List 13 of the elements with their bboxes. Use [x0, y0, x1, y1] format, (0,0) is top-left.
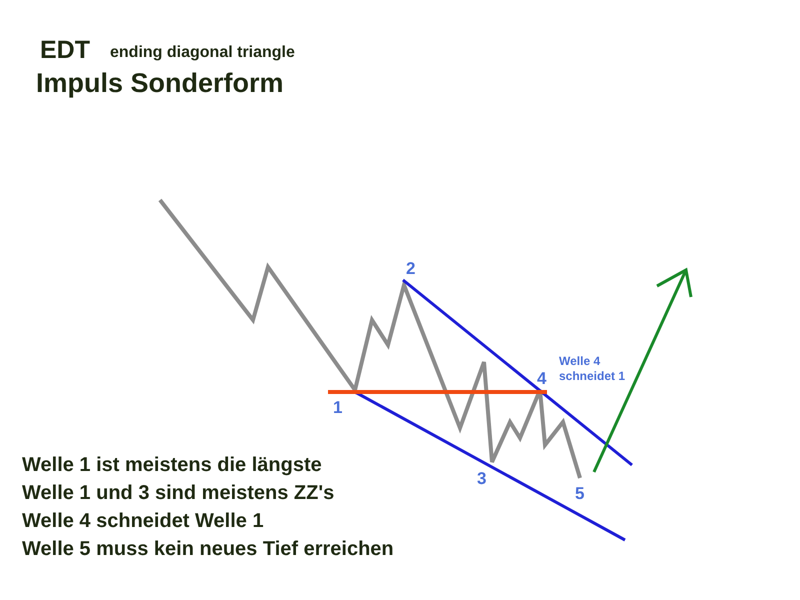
note: Welle 4 schneidet Welle 1 — [22, 510, 264, 533]
heading: Impuls Sonderform — [36, 68, 284, 99]
title: EDT — [40, 36, 90, 65]
note: Welle 5 muss kein neues Tief erreichen — [22, 538, 394, 561]
wave-number: 3 — [477, 469, 486, 489]
wave-number: 5 — [575, 484, 584, 504]
wave-number: 4 — [537, 369, 546, 389]
wave-number: 1 — [333, 398, 342, 418]
note: Welle 1 und 3 sind meistens ZZ's — [22, 482, 334, 505]
note: Welle 1 ist meistens die längste — [22, 454, 322, 477]
subtitle: ending diagonal triangle — [110, 44, 295, 62]
annotation: Welle 4 schneidet 1 — [559, 354, 626, 384]
wave-number: 2 — [406, 259, 416, 279]
